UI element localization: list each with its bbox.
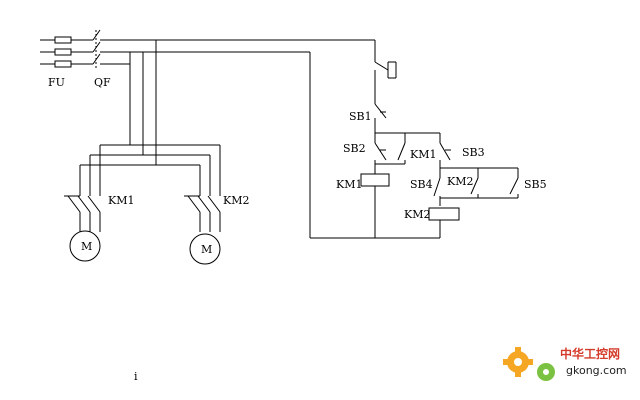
- km1-coil: [360, 173, 390, 187]
- motor-1: M: [69, 230, 101, 262]
- fuse-group: [40, 36, 85, 68]
- control-circuit: [309, 40, 519, 239]
- sb4-label: SB4: [410, 178, 433, 191]
- motor-2-label: M: [201, 243, 212, 256]
- km1-main-label: KM1: [108, 194, 134, 207]
- power-distribution: [79, 144, 221, 190]
- sb2-label: SB2: [343, 142, 366, 155]
- fuse-3: [54, 60, 72, 68]
- km2-main-label: KM2: [223, 194, 249, 207]
- watermark: 中华工控网 gkong.com: [503, 346, 627, 381]
- km2-aux-label: KM2: [447, 175, 473, 188]
- stray-mark: i: [134, 370, 138, 383]
- fuse-2: [54, 48, 72, 56]
- gear-icon: [503, 347, 555, 381]
- sb5-label: SB5: [524, 178, 547, 191]
- km2-coil-label: KM2: [404, 208, 430, 221]
- qf-label: QF: [94, 76, 111, 89]
- km2-main-contacts: [184, 190, 221, 232]
- sb3-label: SB3: [462, 146, 485, 159]
- motor-1-label: M: [81, 240, 92, 253]
- fuse-1: [54, 36, 72, 44]
- km1-aux-label: KM1: [410, 148, 436, 161]
- km2-coil: [428, 207, 460, 221]
- sb1-label: SB1: [349, 110, 372, 123]
- breaker-qf: [85, 29, 112, 68]
- watermark-url: gkong.com: [566, 364, 627, 377]
- fu-label: FU: [48, 76, 65, 89]
- km1-main-contacts: [64, 190, 101, 232]
- main-bus: [112, 39, 375, 165]
- motor-2: M: [189, 233, 221, 265]
- km1-coil-label: KM1: [336, 178, 362, 191]
- watermark-title: 中华工控网: [560, 346, 620, 361]
